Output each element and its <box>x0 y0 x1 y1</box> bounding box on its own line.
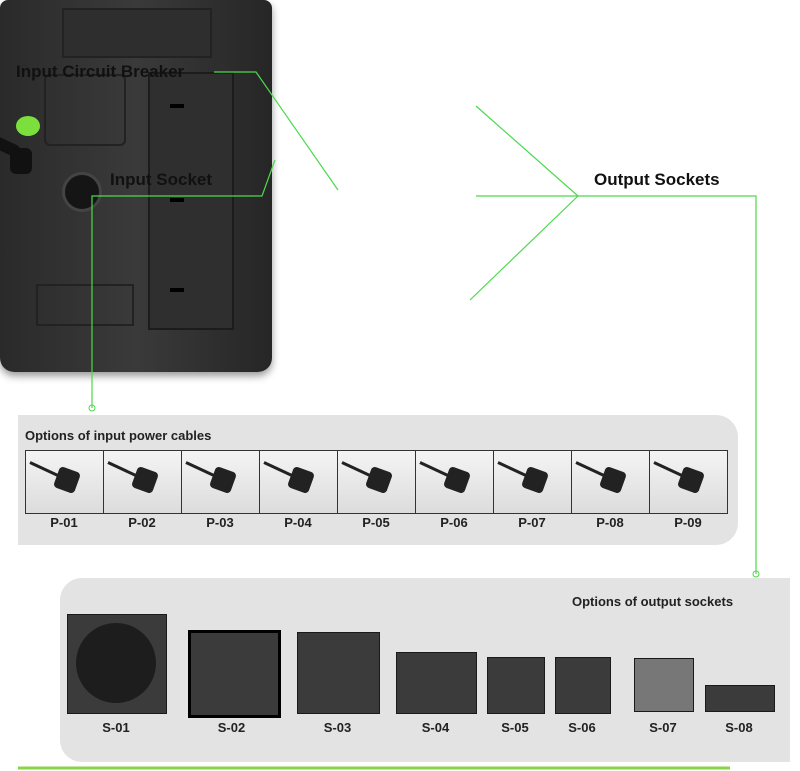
cord-icon <box>419 461 450 478</box>
socket-option-s-03 <box>297 632 380 714</box>
top-vent <box>62 8 212 58</box>
cable-option-p-01 <box>26 451 104 513</box>
input-cables-row <box>25 450 728 514</box>
output-callout-line-1 <box>475 105 579 197</box>
ups-rear-panel <box>0 0 272 372</box>
cable-option-p-04 <box>260 451 338 513</box>
output-socket <box>170 104 184 108</box>
cover-plate <box>44 74 126 146</box>
output-sockets-title: Options of output sockets <box>572 594 734 609</box>
plug-icon <box>598 465 628 495</box>
cord-icon <box>185 461 216 478</box>
socket-label: S-04 <box>421 720 450 735</box>
socket-label: S-03 <box>323 720 352 735</box>
cable-option-p-06 <box>416 451 494 513</box>
plug-icon <box>52 465 82 495</box>
socket-option-s-06 <box>555 657 611 714</box>
cable-label: P-03 <box>206 515 234 530</box>
breaker-label-sticker <box>16 116 40 136</box>
cord-icon <box>575 461 606 478</box>
cord-icon <box>497 461 528 478</box>
input-circuit-breaker-label: Input Circuit Breaker <box>16 62 185 81</box>
bottom-vent <box>36 284 134 326</box>
socket-option-s-05 <box>487 657 545 714</box>
input-socket-label: Input Socket <box>110 170 213 189</box>
plug-icon <box>520 465 550 495</box>
input-cables-title: Options of input power cables <box>25 428 212 443</box>
output-callout-line-4 <box>578 195 757 574</box>
output-socket-strip <box>148 72 234 330</box>
plug-icon <box>208 465 238 495</box>
socket-option-s-02 <box>188 630 281 718</box>
socket-option-s-07 <box>634 658 694 712</box>
socket-label: S-07 <box>649 720 677 735</box>
socket-label: S-02 <box>217 720 246 735</box>
plug-icon <box>676 465 706 495</box>
cord-icon <box>263 461 294 478</box>
cable-label: P-06 <box>440 515 468 530</box>
socket-option-s-08 <box>705 685 775 712</box>
input-socket <box>10 148 32 174</box>
socket-label: S-01 <box>102 720 130 735</box>
plug-icon <box>286 465 316 495</box>
schuko-socket-icon <box>76 623 156 703</box>
cable-option-p-08 <box>572 451 650 513</box>
output-socket <box>170 288 184 292</box>
cord-icon <box>29 461 60 478</box>
cable-option-p-03 <box>182 451 260 513</box>
plug-icon <box>442 465 472 495</box>
cable-label: P-02 <box>128 515 156 530</box>
cable-option-p-05 <box>338 451 416 513</box>
cord-icon <box>653 461 684 478</box>
breaker-callout-line <box>214 71 339 191</box>
cord-icon <box>107 461 138 478</box>
cable-label: P-05 <box>362 515 390 530</box>
cable-option-p-09 <box>650 451 727 513</box>
socket-option-s-04 <box>396 652 477 714</box>
output-socket <box>170 198 184 202</box>
socket-label: S-06 <box>568 720 596 735</box>
socket-callout-line <box>91 159 276 408</box>
socket-label: S-08 <box>725 720 753 735</box>
cable-label: P-07 <box>518 515 546 530</box>
plug-icon <box>364 465 394 495</box>
socket-label: S-05 <box>501 720 529 735</box>
cable-option-p-07 <box>494 451 572 513</box>
cord-icon <box>341 461 372 478</box>
plug-icon <box>130 465 160 495</box>
cable-label: P-01 <box>50 515 78 530</box>
cable-option-p-02 <box>104 451 182 513</box>
cable-label: P-04 <box>284 515 312 530</box>
output-callout-line-3 <box>469 195 579 301</box>
socket-option-s-01 <box>67 614 167 714</box>
cable-label: P-08 <box>596 515 624 530</box>
cable-label: P-09 <box>674 515 702 530</box>
output-sockets-label: Output Sockets <box>594 170 720 189</box>
circuit-breaker[interactable] <box>62 172 102 212</box>
